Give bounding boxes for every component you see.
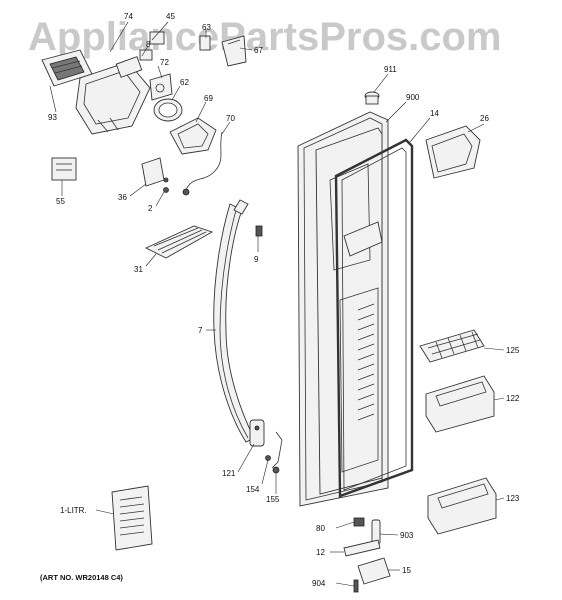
callout-125: 125 (506, 346, 520, 355)
callout-9: 9 (254, 255, 259, 264)
wire-shelf (419, 329, 485, 363)
callout-69: 69 (204, 94, 213, 103)
door-switch (51, 157, 77, 181)
dispenser-grille (144, 225, 214, 259)
callout-2: 2 (148, 204, 153, 213)
top-hinge-bushing (364, 91, 380, 105)
callout-904: 904 (312, 579, 326, 588)
watermark-text: AppliancePartsPros.com (28, 15, 502, 59)
callout-123: 123 (506, 494, 520, 503)
callout-900: 900 (406, 93, 420, 102)
callout-72: 72 (160, 58, 169, 67)
door-gasket (334, 138, 414, 498)
door-inner-liner (315, 127, 383, 495)
callout-31: 31 (134, 265, 143, 274)
callout-154: 154 (246, 485, 260, 494)
dispenser-switch (141, 157, 169, 193)
callout-55: 55 (56, 197, 65, 206)
callout-121: 121 (222, 469, 236, 478)
door-handle (213, 199, 255, 443)
callout-1-litr: 1-LITR. (60, 506, 87, 515)
literature-booklet (111, 485, 153, 551)
door-shelf-ribs (357, 303, 375, 421)
funnel-guide (169, 117, 217, 155)
callout-155: 155 (266, 495, 280, 504)
callout-8: 8 (146, 40, 151, 49)
callout-93: 93 (48, 113, 57, 122)
callout-14: 14 (430, 109, 439, 118)
solenoid-and-clip (199, 35, 247, 67)
dispenser-control-board (41, 49, 93, 87)
callout-80: 80 (316, 524, 325, 533)
heater-wire-harness (182, 131, 223, 196)
callout-12: 12 (316, 548, 325, 557)
callout-122: 122 (506, 394, 520, 403)
recess-light-ring (153, 98, 183, 122)
callout-7: 7 (198, 326, 203, 335)
callout-36: 36 (118, 193, 127, 202)
leader-lines (49, 21, 505, 587)
dispenser-housing (75, 31, 165, 135)
handle-end-cap (249, 419, 265, 447)
handle-screw (255, 225, 263, 237)
callout-70: 70 (226, 114, 235, 123)
callout-911: 911 (384, 65, 397, 74)
callout-63: 63 (202, 23, 211, 32)
door-bin-lower (427, 477, 497, 535)
callout-67: 67 (254, 46, 263, 55)
handle-mount-parts (265, 431, 283, 474)
callout-903: 903 (400, 531, 414, 540)
callout-45: 45 (166, 12, 175, 21)
actuator-bracket (149, 73, 173, 101)
callout-62: 62 (180, 78, 189, 87)
art-number: (ART NO. WR20148 C4) (40, 573, 123, 582)
bottom-hinge-parts (343, 517, 391, 593)
callout-15: 15 (402, 566, 411, 575)
door-bin-upper (425, 375, 495, 433)
callout-26: 26 (480, 114, 489, 123)
dairy-compartment (425, 125, 481, 179)
callout-74: 74 (124, 12, 133, 21)
